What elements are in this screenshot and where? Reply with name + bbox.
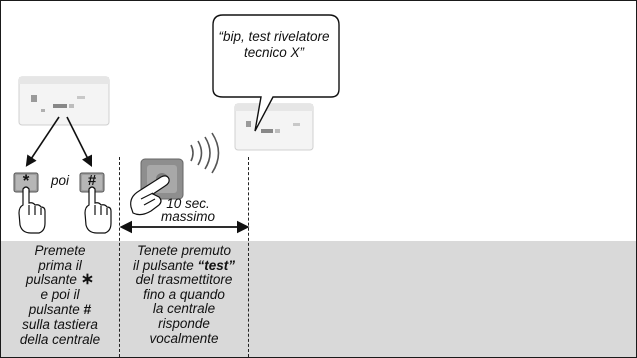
hand-pointer-icon-right bbox=[84, 186, 112, 234]
hand-pointer-icon-left bbox=[18, 186, 46, 234]
control-panel-right-icon bbox=[234, 103, 314, 151]
step-divider-1 bbox=[119, 157, 120, 357]
hash-key-symbol: # bbox=[87, 172, 97, 189]
step1-line-5-text: pulsante bbox=[28, 302, 80, 318]
step2-line-6: risponde bbox=[158, 315, 210, 331]
step2-line-7: vocalmente bbox=[149, 330, 219, 346]
step2-line-4: fino a quando bbox=[143, 286, 225, 302]
step1-line-4: e poi il bbox=[40, 286, 80, 302]
step2-line-2-text: il pulsante bbox=[132, 257, 194, 273]
control-panel-left-icon bbox=[18, 76, 110, 126]
step2-line-5: la centrale bbox=[152, 301, 216, 317]
step1-line-3: pulsante ∗ bbox=[3, 271, 117, 289]
step-divider-2 bbox=[248, 157, 249, 357]
step2-test-label: “test” bbox=[197, 257, 236, 273]
step2-line-1: Tenete premuto bbox=[136, 243, 232, 258]
step1-line-6: sulla tastiera bbox=[22, 316, 98, 332]
step1-star-symbol: ∗ bbox=[80, 271, 95, 289]
instruction-step-1: Premete prima il pulsante ∗ e poi il pul… bbox=[3, 243, 117, 347]
hand-on-transmitter-icon bbox=[130, 175, 170, 216]
step1-line-3-text: pulsante bbox=[25, 272, 77, 288]
arrow-to-star-key bbox=[25, 116, 60, 167]
step1-hash-symbol: # bbox=[83, 301, 92, 318]
timer-label: 10 sec. massimo bbox=[153, 196, 223, 224]
step1-line-5: pulsante # bbox=[3, 302, 117, 318]
step2-line-2: il pulsante “test” bbox=[121, 257, 247, 274]
speech-bubble-outline bbox=[212, 14, 340, 132]
step2-line-3: del trasmettitore bbox=[135, 272, 233, 288]
timer-line-2: massimo bbox=[160, 209, 215, 224]
instruction-caption-strip bbox=[1, 241, 636, 357]
timer-line-1: 10 sec. bbox=[166, 196, 210, 211]
step1-line-7: della centrale bbox=[19, 331, 101, 347]
signal-waves-icon bbox=[190, 132, 220, 174]
instruction-step-2: Tenete premuto il pulsante “test” del tr… bbox=[121, 243, 247, 346]
connector-word-poi: poi bbox=[51, 173, 70, 188]
step1-line-1: Premete bbox=[34, 243, 86, 258]
step1-line-2: prima il bbox=[38, 257, 82, 273]
arrow-to-hash-key bbox=[66, 116, 93, 168]
star-key-symbol: * bbox=[22, 171, 30, 190]
speech-bubble-text: “bip, test rivelatore tecnico X” bbox=[218, 29, 330, 60]
